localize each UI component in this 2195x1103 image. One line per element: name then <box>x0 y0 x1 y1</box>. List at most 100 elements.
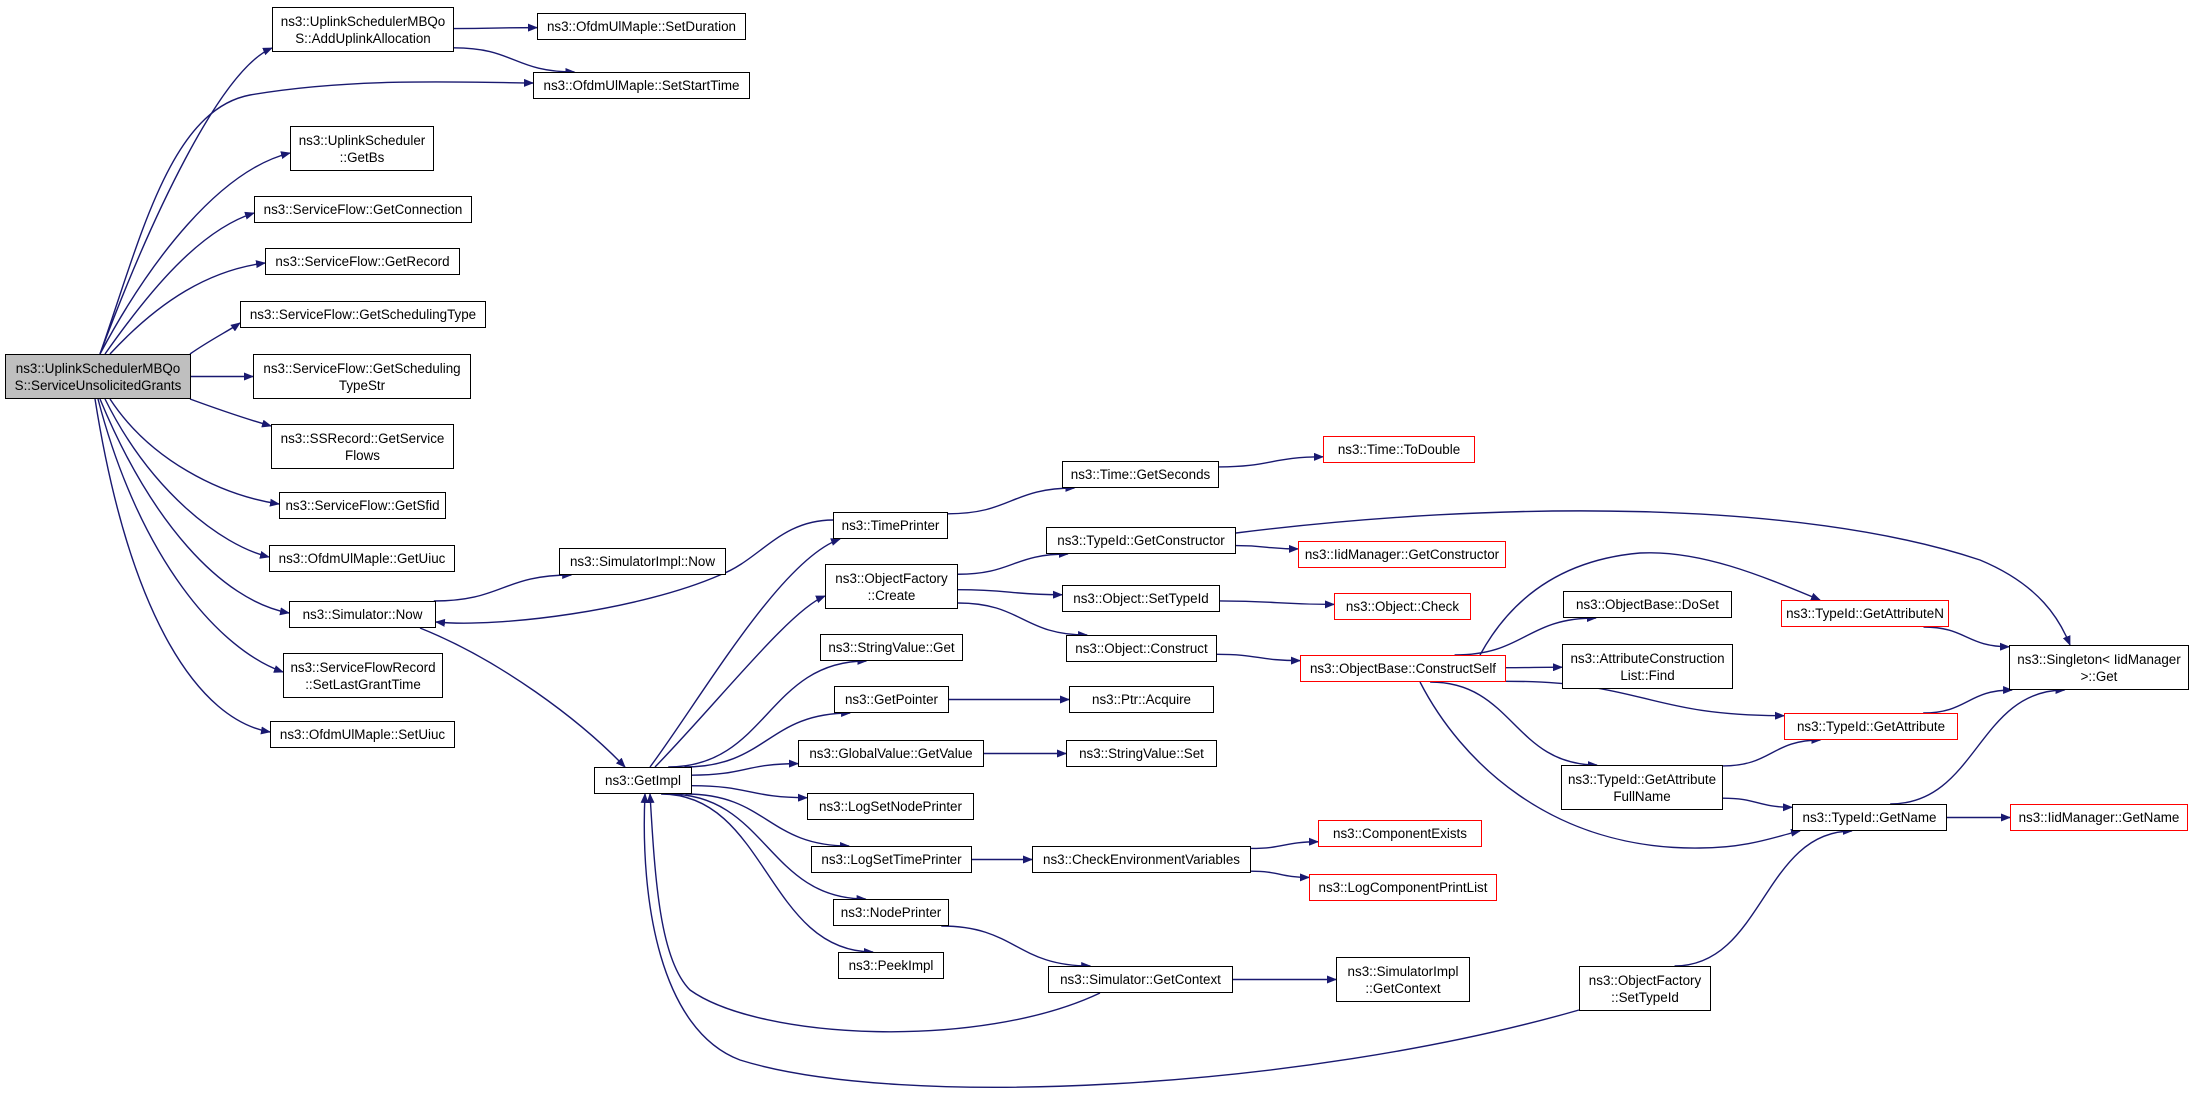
call-edge-objBaseConstructSelf-to-typeIdGetAttrFull <box>1430 681 1598 769</box>
node-label-line: ns3::Time::GetSeconds <box>1070 467 1211 482</box>
node-label-line: ns3::ServiceFlow::GetConnection <box>263 202 463 217</box>
call-edge-root-to-setStartTime <box>99 78 534 355</box>
node-singleton-get[interactable]: ns3::Singleton< IidManager>::Get <box>2009 645 2189 690</box>
node-type-id-get-attr-n[interactable]: ns3::TypeId::GetAttributeN <box>1781 600 1949 627</box>
node-get-uiuc[interactable]: ns3::OfdmUlMaple::GetUiuc <box>269 545 455 572</box>
node-peek-impl[interactable]: ns3::PeekImpl <box>838 952 944 979</box>
node-set-last-grant[interactable]: ns3::ServiceFlowRecord::SetLastGrantTime <box>283 653 443 698</box>
call-edge-typeIdGetCtor-to-singletonGet <box>1235 510 2071 646</box>
node-type-id-get-attr[interactable]: ns3::TypeId::GetAttribute <box>1784 713 1958 740</box>
node-ptr-acquire[interactable]: ns3::Ptr::Acquire <box>1069 686 1214 713</box>
node-global-value-get[interactable]: ns3::GlobalValue::GetValue <box>798 740 984 767</box>
node-node-printer[interactable]: ns3::NodePrinter <box>833 899 949 926</box>
node-type-id-get-name[interactable]: ns3::TypeId::GetName <box>1792 804 1947 831</box>
node-label-line: ns3::Ptr::Acquire <box>1092 692 1191 707</box>
node-get-sched-type[interactable]: ns3::ServiceFlow::GetSchedulingType <box>240 301 486 328</box>
node-label-line: ns3::ServiceFlow::GetScheduling <box>263 360 461 376</box>
node-obj-construct[interactable]: ns3::Object::Construct <box>1066 635 1217 662</box>
call-edge-root-to-setUiuc <box>94 398 271 735</box>
node-label-line: ns3::TypeId::GetName <box>1802 810 1937 825</box>
node-log-comp-print[interactable]: ns3::LogComponentPrintList <box>1309 874 1497 901</box>
node-label-line: FullName <box>1613 788 1671 804</box>
call-edge-getImpl-to-getPointer <box>684 709 852 768</box>
call-edge-simNow-to-simImplNow <box>433 571 573 602</box>
node-label-line: ns3::StringValue::Get <box>828 640 955 655</box>
node-label-line: ns3::GlobalValue::GetValue <box>809 746 973 761</box>
node-sim-impl-get-context[interactable]: ns3::SimulatorImpl::GetContext <box>1336 957 1470 1002</box>
call-edge-typeIdGetAttrFull-to-typeIdGetAttr <box>1722 736 1822 767</box>
call-edge-objSetTypeId-to-objCheck <box>1219 600 1335 609</box>
node-label-line: ns3::ObjectBase::DoSet <box>1576 597 1719 612</box>
node-obj-fact-set-type-id[interactable]: ns3::ObjectFactory::SetTypeId <box>1579 966 1711 1011</box>
node-label-line: ns3::ServiceFlowRecord <box>290 659 436 675</box>
node-check-env[interactable]: ns3::CheckEnvironmentVariables <box>1032 846 1251 873</box>
node-obj-base-construct-self[interactable]: ns3::ObjectBase::ConstructSelf <box>1300 655 1506 682</box>
node-label-line: ns3::LogSetNodePrinter <box>819 799 962 814</box>
node-comp-exists[interactable]: ns3::ComponentExists <box>1318 820 1482 847</box>
call-edge-root-to-getServiceFlows <box>189 398 272 428</box>
node-label-line: Flows <box>345 447 380 463</box>
call-edge-objFactSetTypeId-to-typeIdGetName <box>1674 827 1853 967</box>
node-string-value-set[interactable]: ns3::StringValue::Set <box>1066 740 1217 767</box>
node-type-id-get-ctor[interactable]: ns3::TypeId::GetConstructor <box>1046 527 1236 554</box>
node-label-line: ns3::ObjectFactory <box>835 570 948 586</box>
node-string-value-get[interactable]: ns3::StringValue::Get <box>820 634 963 661</box>
node-time-to-double[interactable]: ns3::Time::ToDouble <box>1323 436 1475 463</box>
node-log-set-node[interactable]: ns3::LogSetNodePrinter <box>807 793 974 820</box>
node-iid-mgr-get-ctor[interactable]: ns3::IidManager::GetConstructor <box>1298 541 1506 568</box>
node-label-line: ns3::CheckEnvironmentVariables <box>1043 852 1240 867</box>
node-set-start-time[interactable]: ns3::OfdmUlMaple::SetStartTime <box>533 72 750 99</box>
call-edge-typeIdGetName-to-singletonGet <box>1890 686 2066 805</box>
node-label-line: ::GetBs <box>339 149 385 165</box>
node-label-line: ns3::SSRecord::GetService <box>280 430 445 446</box>
node-label-line: >::Get <box>2080 668 2118 684</box>
node-get-pointer[interactable]: ns3::GetPointer <box>834 686 949 713</box>
call-edge-typeIdGetAttr-to-singletonGet <box>1923 686 2014 714</box>
node-get-impl[interactable]: ns3::GetImpl <box>594 767 692 794</box>
call-edge-root-to-getSchedType <box>189 322 241 355</box>
call-edge-objBaseConstructSelf-to-typeIdGetName <box>1419 681 1801 849</box>
call-edge-objFactCreate-to-typeIdGetCtor <box>957 550 1069 575</box>
node-get-sfid[interactable]: ns3::ServiceFlow::GetSfid <box>279 492 446 519</box>
node-label-line: ns3::Object::SetTypeId <box>1073 591 1209 606</box>
node-label-line: ns3::PeekImpl <box>848 958 934 973</box>
node-label-line: ::Create <box>867 587 916 603</box>
call-edge-objBaseConstructSelf-to-objBaseDoSet <box>1454 614 1597 656</box>
node-obj-check[interactable]: ns3::Object::Check <box>1334 593 1471 620</box>
node-label-line: ::SetLastGrantTime <box>305 676 421 692</box>
call-edge-getImpl-to-timePrinter <box>649 538 841 768</box>
node-get-bs[interactable]: ns3::UplinkScheduler::GetBs <box>290 126 434 171</box>
node-label-line: ns3::OfdmUlMaple::SetDuration <box>546 19 737 34</box>
node-label-line: ns3::ObjectFactory <box>1588 972 1702 988</box>
node-label-line: ns3::TypeId::GetAttributeN <box>1786 606 1944 621</box>
node-obj-base-do-set[interactable]: ns3::ObjectBase::DoSet <box>1563 591 1732 618</box>
node-label-line: ns3::OfdmUlMaple::SetStartTime <box>543 78 740 93</box>
node-get-record[interactable]: ns3::ServiceFlow::GetRecord <box>265 248 460 275</box>
node-time-get-seconds[interactable]: ns3::Time::GetSeconds <box>1062 461 1219 488</box>
node-set-uiuc[interactable]: ns3::OfdmUlMaple::SetUiuc <box>270 721 455 748</box>
node-set-duration[interactable]: ns3::OfdmUlMaple::SetDuration <box>537 13 746 40</box>
node-obj-fact-create[interactable]: ns3::ObjectFactory::Create <box>825 564 958 609</box>
node-time-printer[interactable]: ns3::TimePrinter <box>833 512 948 539</box>
node-sim-get-context[interactable]: ns3::Simulator::GetContext <box>1048 966 1233 993</box>
node-log-set-time[interactable]: ns3::LogSetTimePrinter <box>811 846 972 873</box>
node-sim-impl-now[interactable]: ns3::SimulatorImpl::Now <box>559 548 726 575</box>
node-label-line: ns3::GetImpl <box>605 773 681 788</box>
node-sim-now[interactable]: ns3::Simulator::Now <box>289 601 436 628</box>
node-iid-mgr-get-name[interactable]: ns3::IidManager::GetName <box>2010 804 2188 831</box>
call-edge-getImpl-to-globalValueGet <box>691 759 799 776</box>
node-label-line: ns3::ServiceFlow::GetSchedulingType <box>249 307 477 322</box>
node-get-connection[interactable]: ns3::ServiceFlow::GetConnection <box>254 196 472 223</box>
call-edge-objFactCreate-to-objConstruct <box>957 602 1089 639</box>
node-label-line: ns3::OfdmUlMaple::GetUiuc <box>278 551 446 566</box>
node-obj-set-type-id[interactable]: ns3::Object::SetTypeId <box>1062 585 1220 612</box>
node-label-line: ns3::Time::ToDouble <box>1337 442 1461 457</box>
call-edge-getImpl-to-logSetTime <box>685 793 851 850</box>
